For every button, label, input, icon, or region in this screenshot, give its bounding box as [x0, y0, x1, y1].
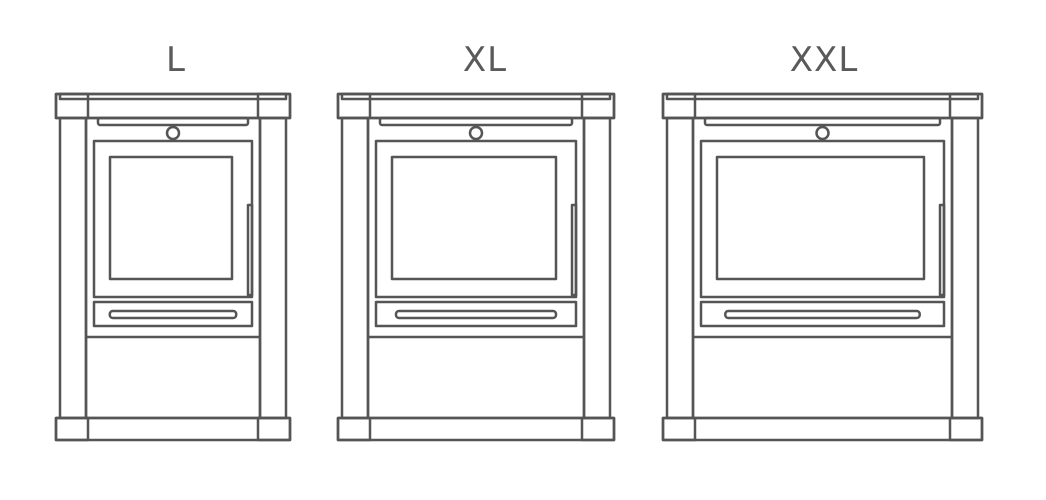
top-cap-lip [340, 92, 612, 101]
left-pillar [58, 116, 88, 420]
stove-body [84, 116, 262, 420]
top-cap [54, 92, 292, 120]
drawer-handle [394, 309, 558, 320]
right-pillar [258, 116, 288, 420]
left-pillar [340, 116, 370, 420]
stove-label-l: L [166, 40, 186, 80]
stove-drawing-xxl [661, 92, 984, 442]
door-frame [374, 139, 578, 299]
stove-label-xl: XL [462, 40, 508, 80]
left-pillar [665, 116, 695, 420]
top-cap-lip [58, 92, 288, 101]
vent-slot [96, 116, 250, 127]
door-frame [92, 139, 254, 299]
bottom-right-block [580, 416, 616, 442]
bottom-plinth [661, 416, 984, 442]
ash-drawer [699, 300, 946, 328]
drawer-handle [724, 309, 921, 320]
bottom-left-block [54, 416, 90, 442]
glass-window [715, 155, 926, 281]
door-handle [938, 203, 946, 297]
control-knob-icon [165, 125, 181, 141]
right-pillar [950, 116, 980, 420]
stove-drawing-xl [336, 92, 616, 442]
top-cap [336, 92, 616, 120]
right-pillar [582, 116, 612, 420]
drawer-handle [108, 309, 238, 320]
ash-drawer [92, 300, 254, 328]
bottom-right-block [256, 416, 292, 442]
door-handle [246, 203, 254, 297]
stove-drawing-l [54, 92, 292, 442]
bottom-left-block [661, 416, 697, 442]
vent-slot [378, 116, 574, 127]
stove-body [691, 116, 954, 420]
control-knob-icon [468, 125, 484, 141]
door-handle [570, 203, 578, 297]
glass-window [108, 155, 234, 281]
glass-window [390, 155, 558, 281]
vent-slot [703, 116, 942, 127]
top-cap [661, 92, 984, 120]
top-cap-lip [665, 92, 980, 101]
bottom-plinth [54, 416, 292, 442]
bottom-right-block [948, 416, 984, 442]
door-frame [699, 139, 946, 299]
bottom-left-block [336, 416, 372, 442]
control-knob-icon [815, 125, 830, 141]
stove-body [366, 116, 586, 420]
stove-label-xxl: XXL [789, 40, 859, 80]
ash-drawer [374, 300, 578, 328]
bottom-plinth [336, 416, 616, 442]
